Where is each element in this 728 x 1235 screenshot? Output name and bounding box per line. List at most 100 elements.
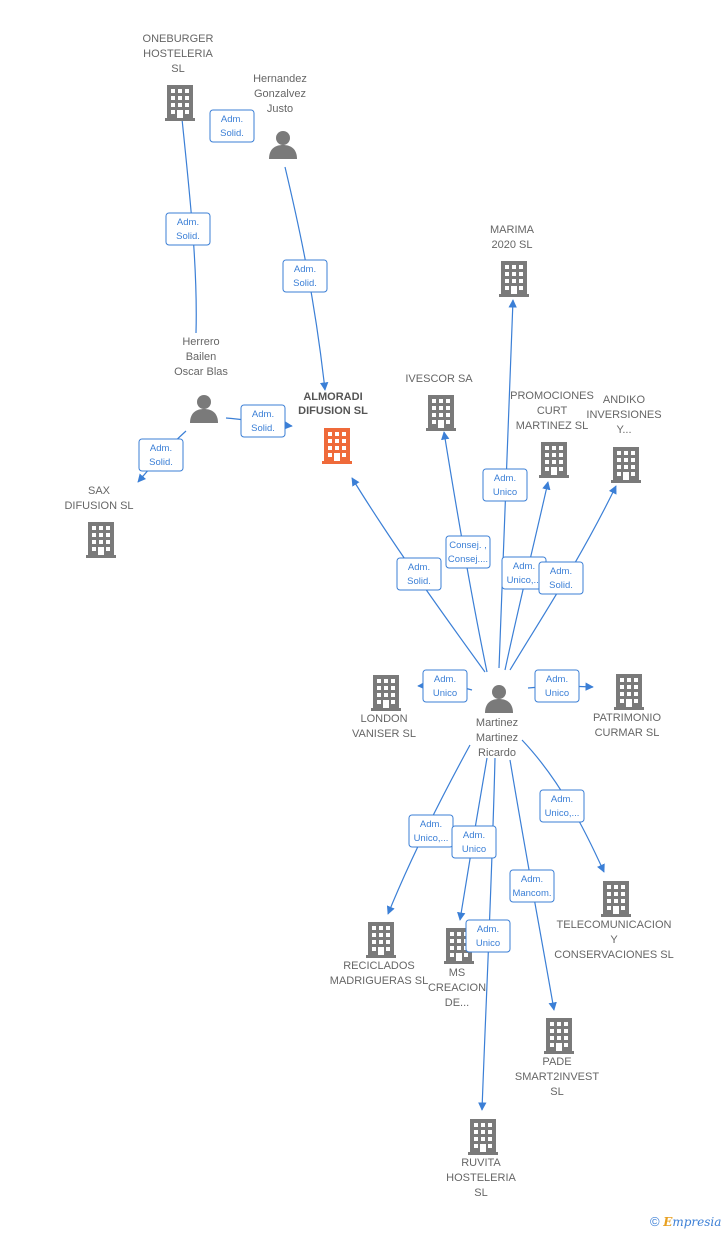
node-mscreacion[interactable]: MSCREACIONDE... — [428, 928, 486, 1009]
relation-label-text: Adm. — [550, 566, 572, 577]
node-telecom[interactable]: TELECOMUNICACION Y CONSERVACIONES SL — [554, 881, 674, 961]
node-marima[interactable]: MARIMA 2020 SL — [490, 224, 535, 297]
node-label-mscreacion: CREACION — [428, 982, 486, 994]
node-sax[interactable]: SAX DIFUSION SL — [64, 485, 134, 558]
node-label-mscreacion: DE... — [445, 997, 469, 1009]
node-label-patrimonio: PATRIMONIO — [593, 712, 661, 724]
relation-label-text: Consej. , — [449, 540, 487, 551]
node-label-promociones: PROMOCIONES — [510, 390, 594, 402]
building-icon — [86, 522, 116, 558]
node-label-telecom: TELECOMUNICACION — [557, 919, 672, 931]
relation-label-martinez-patrimonio[interactable]: Adm.Unico — [534, 669, 580, 703]
relation-label-text: Unico,... — [507, 575, 542, 586]
node-label-reciclados: MADRIGUERAS SL — [330, 975, 428, 987]
relation-label-martinez-mscreacion[interactable]: Adm. Unico — [451, 825, 497, 859]
node-label-hernandez: Hernandez — [253, 73, 307, 85]
relation-label-martinez-almoradi[interactable]: Adm. Solid. — [396, 557, 442, 591]
node-label-london: VANISER SL — [352, 728, 416, 740]
node-label-sax: SAX — [88, 485, 111, 497]
relation-label-hernandez-almoradi[interactable]: Adm.Solid. — [282, 259, 328, 293]
relation-label-text: Adm. — [521, 874, 543, 885]
node-label-promociones: MARTINEZ SL — [516, 420, 589, 432]
node-label-andiko: INVERSIONES — [586, 409, 661, 421]
relation-label-text: Mancom. — [512, 888, 551, 899]
node-label-herrero: Herrero — [182, 336, 219, 348]
relation-label-martinez-telecom[interactable]: Adm.Unico,... — [539, 789, 585, 823]
relation-label-text: Adm. — [463, 830, 485, 841]
relation-label-martinez-reciclados[interactable]: Adm.Unico,... — [408, 814, 454, 848]
node-label-pade: PADE — [542, 1056, 571, 1068]
node-label-telecom: CONSERVACIONES SL — [554, 949, 673, 961]
relation-label-text: Adm. — [551, 794, 573, 805]
node-promociones[interactable]: PROMOCIONES CURT MARTINEZ SL — [510, 390, 594, 478]
node-london[interactable]: LONDON VANISER SL — [352, 675, 416, 740]
node-label-hernandez: Justo — [267, 103, 293, 115]
node-label-marima: MARIMA — [490, 224, 535, 236]
relation-label-herrero-almoradi[interactable]: Adm.Solid. — [240, 404, 286, 438]
relation-label-text: Solid. — [407, 576, 431, 587]
building-icon — [371, 675, 401, 711]
relation-label-herrero-sax[interactable]: Adm.Solid. — [138, 438, 184, 472]
node-label-andiko: Y... — [616, 424, 631, 436]
person-icon — [269, 131, 297, 159]
relation-label-text: Adm. — [408, 562, 430, 573]
relation-label-text: Adm. — [221, 114, 243, 125]
relation-label-herrero-oneburger[interactable]: Adm. Solid. — [165, 212, 211, 246]
relation-label-martinez-andiko[interactable]: Adm.Solid. — [538, 561, 584, 595]
relation-label-text: Solid. — [251, 423, 275, 434]
relation-label-text: Adm. — [434, 674, 456, 685]
relation-label-hernandez-oneburger[interactable]: Adm.Solid. — [209, 109, 255, 143]
empresia-logo: Empresia — [663, 1215, 722, 1229]
person-icon — [190, 395, 218, 423]
building-icon — [539, 442, 569, 478]
relation-label-text: Adm. — [294, 264, 316, 275]
node-andiko[interactable]: ANDIKO INVERSIONES Y... — [586, 394, 662, 483]
node-label-london: LONDON — [360, 713, 407, 725]
relation-label-martinez-ruvita[interactable]: Adm.Unico — [465, 919, 511, 953]
node-label-andiko: ANDIKO — [603, 394, 646, 406]
relation-label-martinez-ivescor[interactable]: Consej. , Consej.... — [445, 535, 491, 569]
relation-label-text: Unico — [476, 938, 500, 949]
node-label-pade: SMART2INVEST — [515, 1071, 599, 1083]
building-icon — [611, 447, 641, 483]
relation-label-text: Unico — [545, 688, 569, 699]
node-label-promociones: CURT — [537, 405, 568, 417]
relation-label-martinez-marima[interactable]: Adm.Unico — [482, 468, 528, 502]
node-label-martinez: Martinez — [476, 732, 518, 744]
relation-label-martinez-london[interactable]: Adm. Unico — [422, 669, 468, 703]
relation-label-text: Adm. — [150, 443, 172, 454]
copyright-footer: © Empresia — [650, 1214, 721, 1229]
node-label-marima: 2020 SL — [492, 239, 533, 251]
building-icon — [499, 261, 529, 297]
node-label-almoradi: DIFUSION SL — [298, 405, 368, 417]
relation-label-text: Solid. — [176, 231, 200, 242]
node-ivescor[interactable]: IVESCOR SA — [405, 373, 473, 431]
node-pade[interactable]: PADE SMART2INVEST SL — [515, 1018, 599, 1098]
node-label-oneburger: HOSTELERIA — [143, 48, 213, 60]
node-label-sax: DIFUSION SL — [64, 500, 133, 512]
copyright-symbol: © — [650, 1214, 660, 1229]
relation-label-text: Adm. — [177, 217, 199, 228]
relation-label-martinez-pade[interactable]: Adm. Mancom. — [509, 869, 555, 903]
node-label-martinez: Martinez — [476, 717, 518, 729]
relation-label-text: Consej.... — [448, 554, 488, 565]
node-label-hernandez: Gonzalvez — [254, 88, 306, 100]
node-label-telecom: Y — [610, 934, 618, 946]
relation-label-martinez-promociones[interactable]: Adm.Unico,... — [501, 556, 547, 590]
node-label-martinez: Ricardo — [478, 747, 516, 759]
building-icon — [426, 395, 456, 431]
relation-label-text: Unico — [462, 844, 486, 855]
building-icon — [601, 881, 631, 917]
node-label-herrero: Oscar Blas — [174, 366, 228, 378]
relation-label-text: Unico — [433, 688, 457, 699]
node-label-pade: SL — [550, 1086, 563, 1098]
